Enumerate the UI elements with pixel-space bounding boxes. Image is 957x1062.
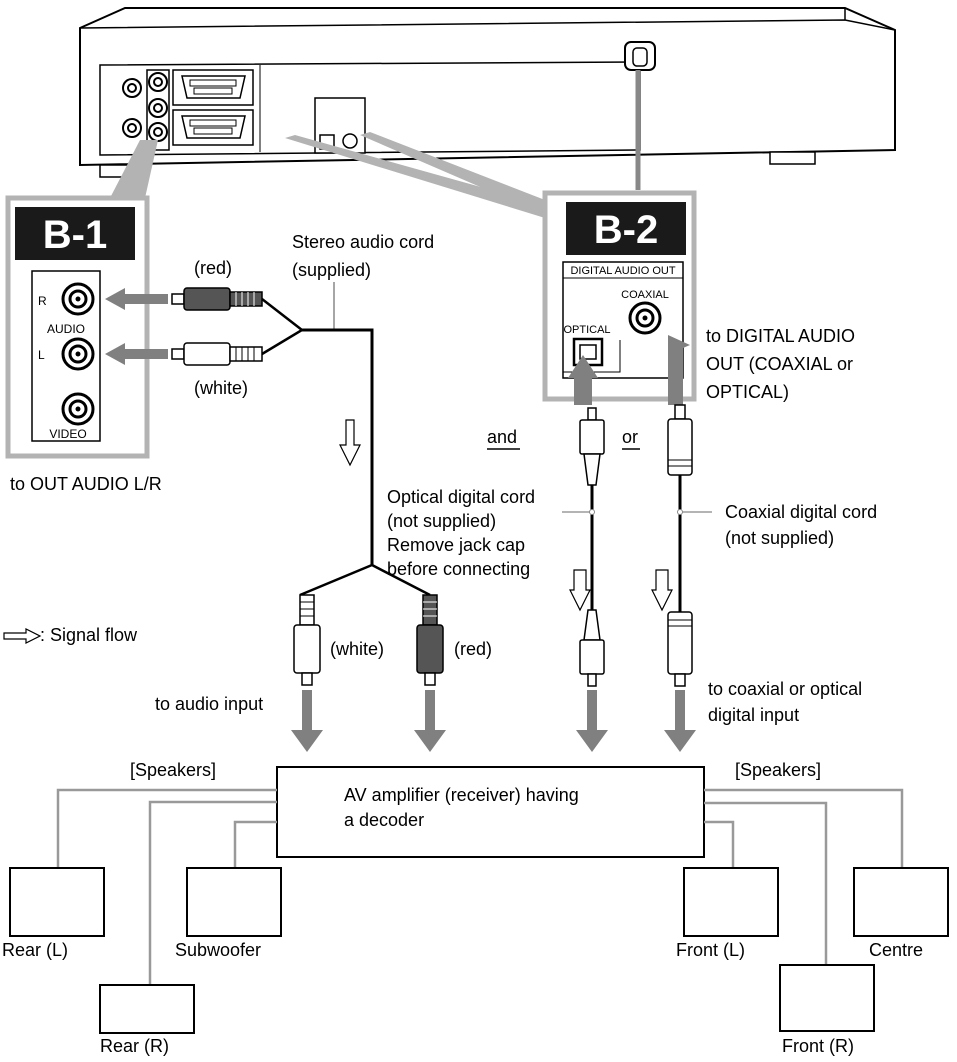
b1-port-r-label: R [38,294,47,308]
b2-caption-3: OPTICAL) [706,382,789,402]
speakers-left-label: [Speakers] [130,760,216,780]
arrow-coax-to-amp [664,690,696,752]
arrow-to-optical [568,355,598,405]
optical-digital-cord: and or Optical digital cord (not supplie… [387,335,690,752]
b1-badge [15,207,135,260]
arrow-to-r [105,288,168,310]
b2-optical-label: OPTICAL [563,324,610,336]
b2-panel-title: DIGITAL AUDIO OUT [570,265,675,277]
b1-badge-label: B-1 [43,213,107,257]
speaker-front-l: Front (L) [676,867,779,960]
stereo-bottom-white-plug [293,594,321,686]
stereo-bottom-red-plug [416,594,444,686]
stereo-to-input-label: to audio input [155,694,263,714]
dvd-player-rear [79,7,896,190]
speakers-right-label: [Speakers] [735,760,821,780]
b1-zoom-panel: B-1 R AUDIO L VIDEO to OUT AUDIO L/R [5,140,162,494]
speaker-centre-label: Centre [869,940,923,960]
optical-cord-line-2: (not supplied) [387,511,496,531]
stereo-signal-arrow [339,419,361,467]
speaker-front-r-label: Front (R) [782,1036,854,1056]
speaker-rear-r: Rear (R) [99,984,195,1056]
arrow-optical-to-amp [576,690,608,752]
speaker-front-l-label: Front (L) [676,940,745,960]
stereo-white-label: (white) [194,378,248,398]
coax-to-input-line-2: digital input [708,705,799,725]
stereo-cord-title-1: Stereo audio cord [292,232,434,252]
b2-coaxial-label: COAXIAL [621,289,669,301]
b1-port-video-label: VIDEO [49,427,86,441]
optical-port [572,337,604,367]
power-cord [624,41,656,190]
stereo-white-plug [171,342,263,366]
arrow-to-amp-red [414,690,446,752]
optical-cord-line-1: Optical digital cord [387,487,535,507]
coax-cord-line-1: Coaxial digital cord [725,502,877,522]
b2-badge [566,202,686,255]
unit-rca-jacks [122,69,170,151]
speaker-wires [56,788,904,985]
stereo-cord-title-2: (supplied) [292,260,371,280]
speaker-rear-l-label: Rear (L) [2,940,68,960]
coaxial-signal-arrow [651,569,673,612]
stereo-red-plug [171,287,263,311]
b2-badge-label: B-2 [594,208,658,252]
arrow-to-coaxial [668,335,690,405]
signal-flow-legend: : Signal flow [3,625,138,645]
speaker-centre: Centre [853,867,949,960]
coax-to-input-line-1: to coaxial or optical [708,679,862,699]
signal-flow-label: : Signal flow [40,625,138,645]
optical-signal-arrow [569,569,591,612]
speaker-subwoofer-label: Subwoofer [175,940,261,960]
b2-caption-2: OUT (COAXIAL or [706,354,853,374]
optical-cord-line-3: Remove jack cap [387,535,525,555]
amp-label-2: a decoder [344,810,424,830]
speaker-front-r: Front (R) [779,964,875,1056]
stereo-audio-cord: Stereo audio cord (supplied) (red) (whit… [105,232,492,752]
speaker-subwoofer: Subwoofer [175,867,282,960]
signal-flow-icon [3,628,42,644]
coax-cord-line-2: (not supplied) [725,528,834,548]
coaxial-digital-cord: Coaxial digital cord (not supplied) to c… [651,404,877,752]
b2-zoom-panel: B-2 DIGITAL AUDIO OUT COAXIAL OPTICAL to… [285,132,855,402]
b2-caption-1: to DIGITAL AUDIO [706,326,855,346]
av-amplifier: AV amplifier (receiver) having a decoder [276,766,705,858]
speaker-rear-r-label: Rear (R) [100,1036,169,1056]
b1-port-l-label: L [38,348,45,362]
b1-port-audio-label: AUDIO [47,322,85,336]
unit-scart-connectors [172,69,254,146]
stereo-red-label: (red) [194,258,232,278]
stereo-bottom-white-label: (white) [330,639,384,659]
b1-caption: to OUT AUDIO L/R [10,474,162,494]
and-label: and [487,427,517,447]
arrow-to-l [105,343,168,365]
or-label: or [622,427,638,447]
arrow-to-amp-white [291,690,323,752]
optical-cord-line-4: before connecting [387,559,530,579]
speaker-rear-l: Rear (L) [2,867,105,960]
amp-label-1: AV amplifier (receiver) having [344,785,579,805]
stereo-bottom-red-label: (red) [454,639,492,659]
